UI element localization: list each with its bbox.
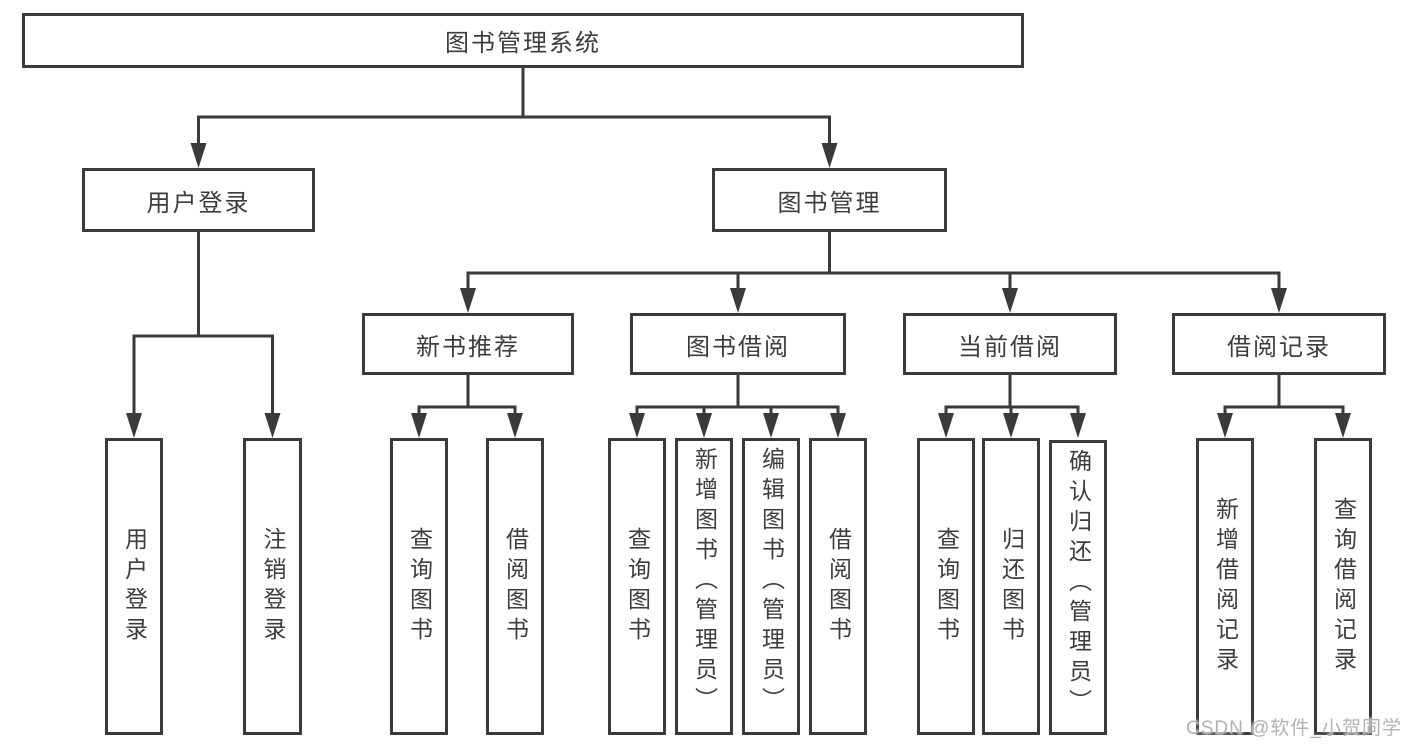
node-label: 图书管理系统: [445, 30, 601, 57]
leaf-label: 查询图书: [933, 526, 960, 647]
leaf-logout: 注销登录: [243, 438, 302, 735]
node-book-borrow: 图书借阅: [630, 313, 846, 375]
arrowhead-leaf: [1335, 413, 1351, 438]
node-label: 新书推荐: [416, 333, 520, 361]
node-label: 用户登录: [146, 189, 251, 217]
leaf-label: 注销登录: [260, 526, 286, 647]
node-new-book-recommend: 新书推荐: [362, 313, 574, 375]
connector-root-to-level2: [197, 68, 831, 145]
node-user-login: 用户登录: [82, 168, 315, 232]
arrowhead-book-borrow: [730, 288, 746, 313]
arrowhead-leaf: [1217, 413, 1233, 438]
leaf-query-borrow-record: 查询借阅记录: [1314, 438, 1372, 735]
leaf-query-books: 查询图书: [917, 438, 975, 735]
connector-book-management-to-level3: [466, 232, 1281, 290]
node-current-borrow: 当前借阅: [903, 313, 1117, 375]
node-book-management: 图书管理: [712, 168, 947, 232]
connector-new-book-recommend-to-leaves: [417, 375, 517, 415]
arrowhead-leaf: [629, 413, 645, 438]
arrowhead-current-borrow: [1002, 288, 1018, 313]
leaf-borrow-books: 借阅图书: [809, 438, 867, 735]
connector-user-login-to-leaves: [132, 232, 274, 415]
leaf-label: 查询图书: [406, 526, 433, 647]
leaf-label: 借阅图书: [825, 526, 852, 647]
leaf-label: 归还图书: [998, 526, 1025, 647]
arrowhead-leaf: [1003, 413, 1019, 438]
leaf-query-books: 查询图书: [608, 438, 666, 735]
arrowhead-book-management: [821, 143, 838, 168]
arrowhead-leaf: [1070, 413, 1086, 438]
leaf-label: 用户登录: [121, 526, 148, 647]
node-label: 图书管理: [777, 189, 882, 217]
leaf-label: 新增借阅记录: [1212, 496, 1239, 677]
leaf-user-login: 用户登录: [105, 438, 163, 735]
leaf-return-books: 归还图书: [982, 438, 1040, 735]
leaf-label: 确认归还（管理员）: [1065, 449, 1092, 719]
arrowhead-leaf: [411, 413, 427, 438]
leaf-label: 查询图书: [624, 526, 651, 647]
arrowhead-leaf-logout: [264, 413, 281, 438]
arrowhead-user-login: [190, 143, 207, 168]
node-label: 借阅记录: [1227, 333, 1331, 361]
leaf-borrow-books: 借阅图书: [486, 438, 544, 735]
arrowhead-new-book-recommend: [460, 288, 476, 313]
arrowhead-leaf: [763, 413, 779, 438]
arrowhead-leaf: [830, 413, 846, 438]
leaf-confirm-return-admin: 确认归还（管理员）: [1049, 440, 1107, 735]
leaf-add-books-admin: 新增图书（管理员）: [675, 438, 733, 735]
leaf-edit-books-admin: 编辑图书（管理员）: [742, 438, 800, 735]
leaf-label: 查询借阅记录: [1330, 496, 1357, 677]
connector-current-borrow-to-leaves: [944, 375, 1080, 415]
node-label: 图书借阅: [686, 333, 790, 361]
leaf-add-borrow-record: 新增借阅记录: [1196, 438, 1254, 735]
node-library-management-system: 图书管理系统: [22, 13, 1024, 68]
connector-book-borrow-to-leaves: [635, 375, 840, 415]
node-borrow-records: 借阅记录: [1172, 313, 1386, 375]
leaf-label: 编辑图书（管理员）: [758, 447, 785, 717]
csdn-watermark: CSDN @软件_小贺同学: [1186, 718, 1402, 739]
arrowhead-leaf: [696, 413, 712, 438]
arrowhead-borrow-records: [1271, 288, 1287, 313]
connector-borrow-records-to-leaves: [1223, 375, 1345, 415]
leaf-label: 借阅图书: [502, 526, 529, 647]
arrowhead-leaf: [938, 413, 954, 438]
arrowhead-leaf-user-login: [126, 413, 142, 438]
leaf-label: 新增图书（管理员）: [691, 447, 718, 717]
leaf-query-books: 查询图书: [390, 438, 448, 735]
arrowhead-leaf: [507, 413, 523, 438]
node-label: 当前借阅: [958, 333, 1062, 361]
